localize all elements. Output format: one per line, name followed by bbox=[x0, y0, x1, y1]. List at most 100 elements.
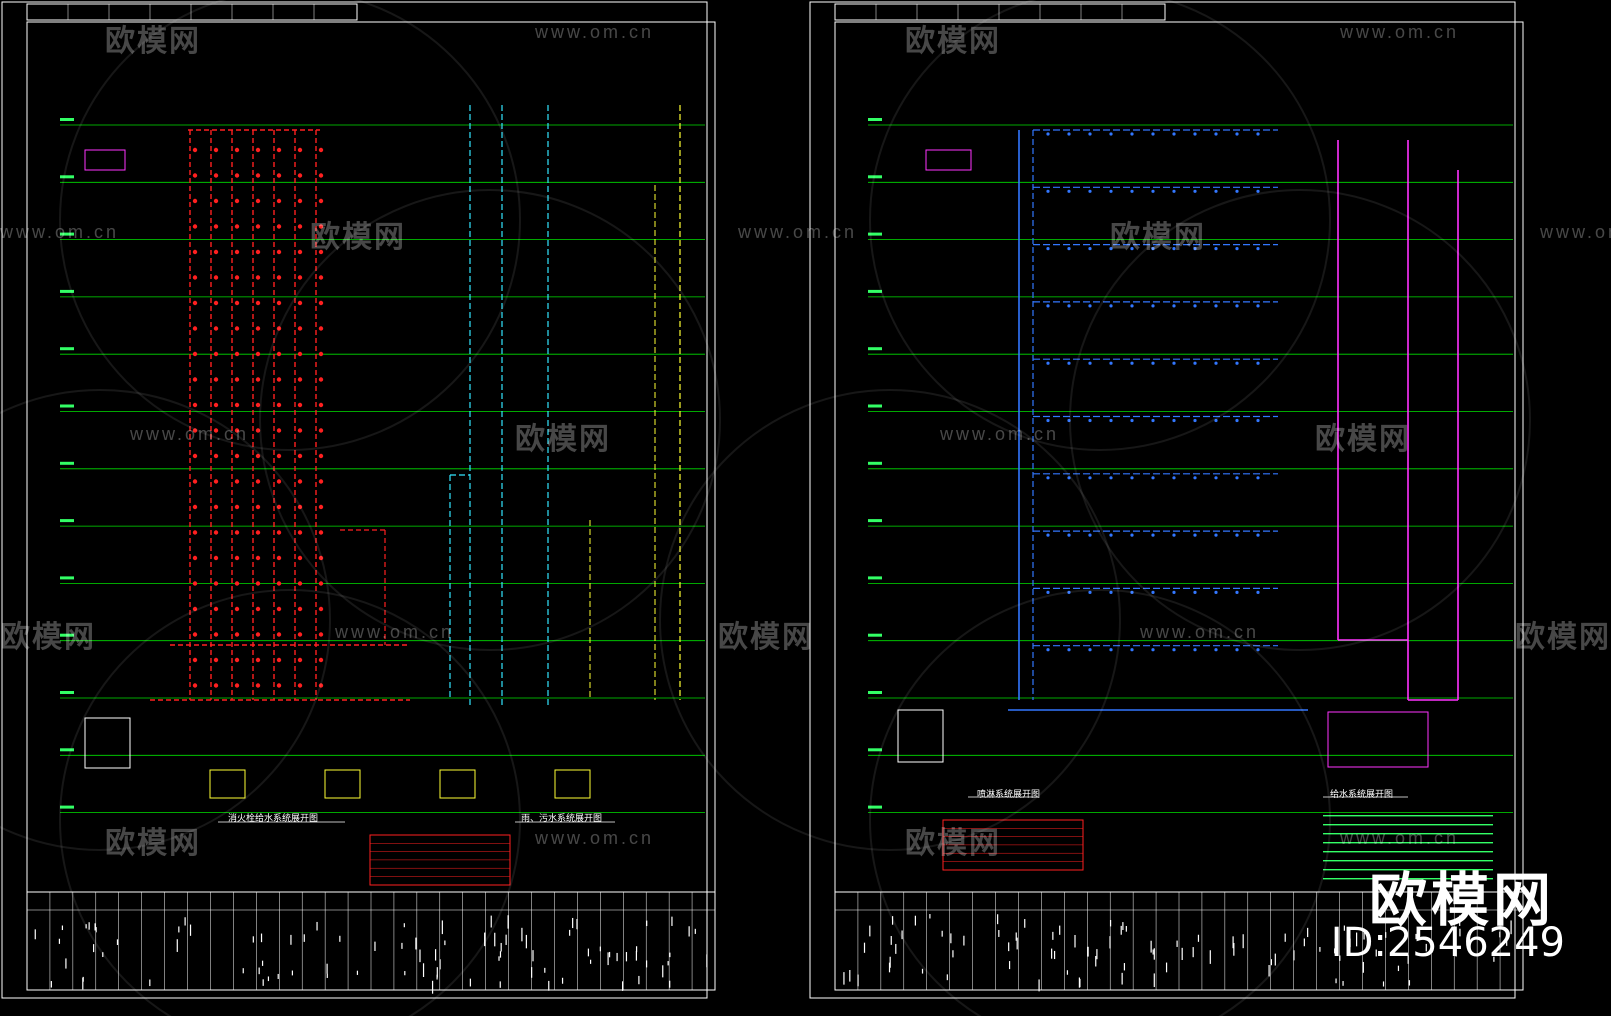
floor-level-label bbox=[60, 576, 74, 579]
sprinkler-head bbox=[1067, 190, 1070, 193]
title-block-glyph bbox=[415, 938, 416, 950]
hydrant-node bbox=[277, 479, 281, 483]
sprinkler-head bbox=[1214, 476, 1217, 479]
watermark-circle bbox=[870, 0, 1330, 450]
hydrant-node bbox=[214, 479, 218, 483]
title-block-glyph bbox=[849, 970, 850, 982]
sprinkler-head bbox=[1256, 304, 1259, 307]
sprinkler-head bbox=[1235, 190, 1238, 193]
title-block-glyph bbox=[1304, 938, 1305, 946]
sprinkler-head bbox=[1256, 132, 1259, 135]
hydrant-node bbox=[256, 607, 260, 611]
title-block-glyph bbox=[1121, 926, 1122, 935]
sprinkler-head bbox=[1256, 190, 1259, 193]
hydrant-node bbox=[193, 556, 197, 560]
sprinkler-head bbox=[1151, 591, 1154, 594]
hydrant-node bbox=[193, 352, 197, 356]
hydrant-node bbox=[256, 581, 260, 585]
floor-level-label bbox=[60, 405, 74, 408]
title-block-glyph bbox=[600, 947, 601, 952]
hydrant-node bbox=[193, 530, 197, 534]
title-block-glyph bbox=[998, 930, 999, 937]
floor-level-label bbox=[60, 634, 74, 637]
hydrant-node bbox=[277, 250, 281, 254]
hydrant-node bbox=[319, 454, 323, 458]
sprinkler-head bbox=[1109, 247, 1112, 250]
hydrant-node bbox=[193, 377, 197, 381]
sump-pit bbox=[440, 770, 475, 798]
title-block-glyph bbox=[259, 968, 260, 975]
sprinkler-head bbox=[1172, 648, 1175, 651]
sprinkler-head bbox=[1130, 304, 1133, 307]
title-block-glyph bbox=[626, 952, 627, 961]
sprinkler-head bbox=[1151, 132, 1154, 135]
title-block-glyph bbox=[1275, 954, 1276, 966]
title-block-glyph bbox=[1232, 936, 1233, 948]
sprinkler-head bbox=[1235, 132, 1238, 135]
hydrant-node bbox=[277, 148, 281, 152]
hydrant-node bbox=[235, 224, 239, 228]
sprinkler-head bbox=[1130, 476, 1133, 479]
title-block-glyph bbox=[1182, 948, 1183, 960]
title-block-glyph bbox=[1024, 919, 1025, 928]
hydrant-node bbox=[214, 581, 218, 585]
hydrant-node bbox=[256, 556, 260, 560]
sprinkler-head bbox=[1130, 247, 1133, 250]
title-block-glyph bbox=[117, 939, 118, 945]
title-block-glyph bbox=[278, 974, 279, 979]
hydrant-node bbox=[277, 607, 281, 611]
hydrant-node bbox=[214, 683, 218, 687]
sprinkler-head bbox=[1214, 304, 1217, 307]
sprinkler-head bbox=[1172, 362, 1175, 365]
hydrant-node bbox=[193, 683, 197, 687]
hydrant-node bbox=[214, 250, 218, 254]
sprinkler-head bbox=[1235, 648, 1238, 651]
title-block-glyph bbox=[668, 961, 669, 965]
floor-level-label bbox=[868, 634, 882, 637]
title-block-glyph bbox=[1110, 920, 1111, 926]
title-block-glyph bbox=[1210, 950, 1211, 964]
hydrant-node bbox=[319, 224, 323, 228]
sprinkler-head bbox=[1088, 476, 1091, 479]
sprinkler-head bbox=[1172, 190, 1175, 193]
hydrant-node bbox=[193, 658, 197, 662]
sprinkler-head bbox=[1088, 648, 1091, 651]
sump-pit bbox=[325, 770, 360, 798]
title-block-glyph bbox=[576, 919, 577, 929]
title-block-glyph bbox=[1307, 928, 1308, 937]
hydrant-node bbox=[235, 275, 239, 279]
title-block-glyph bbox=[997, 914, 998, 924]
pump-room bbox=[85, 718, 130, 768]
hydrant-node bbox=[277, 199, 281, 203]
hydrant-node bbox=[277, 275, 281, 279]
sprinkler-head bbox=[1193, 132, 1196, 135]
hydrant-node bbox=[319, 658, 323, 662]
hydrant-node bbox=[214, 377, 218, 381]
title-block-glyph bbox=[89, 922, 90, 929]
sprinkler-head bbox=[1235, 247, 1238, 250]
sprinkler-head bbox=[1088, 419, 1091, 422]
title-block-glyph bbox=[1074, 935, 1075, 947]
title-block-glyph bbox=[1398, 966, 1399, 971]
sprinkler-head bbox=[1151, 534, 1154, 537]
title-block-glyph bbox=[498, 956, 499, 960]
title-block-glyph bbox=[190, 925, 191, 936]
title-block-glyph bbox=[864, 943, 865, 953]
hydrant-node bbox=[319, 581, 323, 585]
sprinkler-head bbox=[1046, 190, 1049, 193]
sheet-inner-border bbox=[27, 22, 715, 990]
note-text-line bbox=[1323, 824, 1493, 825]
hydrant-node bbox=[319, 326, 323, 330]
sprinkler-head bbox=[1235, 304, 1238, 307]
title-block-glyph bbox=[1124, 963, 1125, 970]
title-block-glyph bbox=[374, 942, 375, 951]
title-block-glyph bbox=[442, 920, 443, 934]
hydrant-node bbox=[193, 403, 197, 407]
sprinkler-head bbox=[1151, 648, 1154, 651]
sprinkler-head bbox=[1193, 591, 1196, 594]
title-block-glyph bbox=[548, 981, 549, 991]
title-block-glyph bbox=[890, 957, 891, 968]
hydrant-node bbox=[214, 505, 218, 509]
title-block-glyph bbox=[915, 916, 916, 926]
title-block-glyph bbox=[869, 926, 870, 937]
